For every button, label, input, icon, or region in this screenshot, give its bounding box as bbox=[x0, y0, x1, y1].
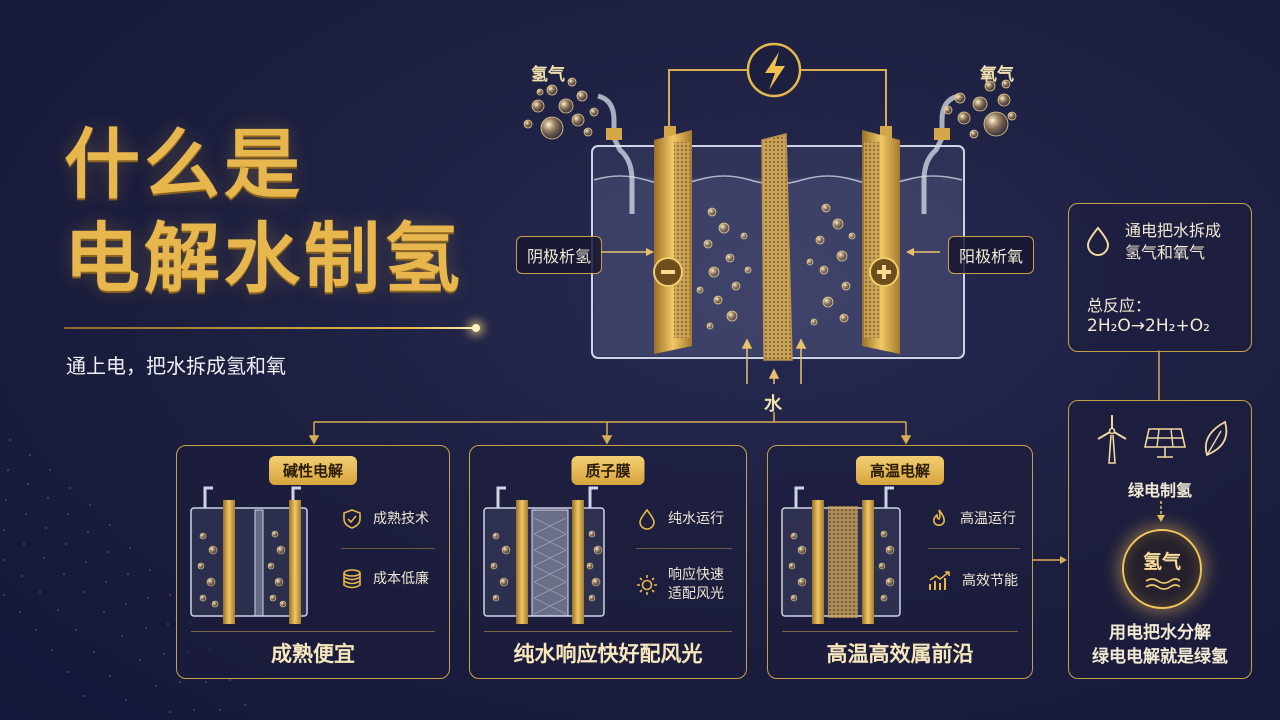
feature-text: 高温运行 bbox=[960, 510, 1016, 527]
high-temp-cell-illustration bbox=[781, 486, 901, 624]
pem-cell-illustration bbox=[483, 486, 605, 624]
reaction-description: 通电把水拆成 氢气和氧气 bbox=[1125, 220, 1221, 264]
reaction-line2: 氢气和氧气 bbox=[1125, 243, 1206, 262]
feature-text-line1: 响应快速 bbox=[668, 567, 724, 583]
panel-footer: 高温高效属前沿 bbox=[826, 642, 974, 666]
shield-check-icon bbox=[343, 509, 361, 529]
panel-footer: 纯水响应快好配风光 bbox=[513, 642, 703, 666]
water-drop-icon bbox=[1086, 226, 1110, 256]
coin-stack-icon bbox=[343, 569, 361, 589]
title-line-1: 什么是 bbox=[64, 120, 304, 209]
panel-tag: 高温电解 bbox=[855, 456, 945, 485]
feature-text: 成熟技术 bbox=[373, 510, 429, 527]
cathode-plate bbox=[653, 130, 692, 354]
wind-turbine-icon bbox=[1097, 415, 1127, 464]
feature-text: 成本低廉 bbox=[373, 570, 429, 587]
feature-efficient: 高效节能 bbox=[928, 570, 1018, 592]
feature-low-cost: 成本低廉 bbox=[341, 568, 429, 590]
power-wire bbox=[668, 69, 887, 132]
anode-plate bbox=[862, 130, 900, 354]
panel-high-temp: 高温电解 高温运行 高效节能 高温高效属前沿 bbox=[767, 445, 1033, 679]
panel-alkaline: 碱性电解 成熟技术 成本低廉 成熟便宜 bbox=[176, 445, 450, 679]
panel-divider bbox=[782, 631, 1018, 632]
water-inlet-arrows bbox=[741, 338, 807, 384]
feature-text: 纯水运行 bbox=[668, 510, 724, 527]
title-underline bbox=[64, 324, 480, 332]
oxygen-bubbles bbox=[943, 79, 1017, 139]
feature-text: 高效节能 bbox=[962, 572, 1018, 589]
leaf-icon bbox=[1204, 420, 1228, 457]
reaction-box: 通电把水拆成 氢气和氧气 总反应： 2H₂O→2H₂+O₂ bbox=[1068, 203, 1252, 352]
green-summary-line2: 绿电电解就是绿氢 bbox=[1092, 647, 1228, 667]
feature-divider bbox=[928, 548, 1020, 549]
solar-panel-icon bbox=[1144, 428, 1186, 458]
panel-tag: 碱性电解 bbox=[268, 456, 358, 485]
down-arrow bbox=[1157, 501, 1165, 522]
anode-callout: 阳极析氧 bbox=[948, 236, 1035, 274]
feature-text: 响应快速适配风光 bbox=[668, 566, 724, 604]
panel-divider bbox=[191, 631, 435, 632]
feature-mature-tech: 成熟技术 bbox=[341, 508, 429, 530]
hydrogen-badge: 氢气 bbox=[1122, 529, 1202, 609]
panel-footer: 成熟便宜 bbox=[271, 642, 355, 666]
reaction-equation: 2H₂O→2H₂+O₂ bbox=[1087, 316, 1210, 336]
sun-icon bbox=[637, 575, 657, 595]
green-power-label: 绿电制氢 bbox=[1127, 481, 1192, 500]
panel-pem: 质子膜 纯水运行 响应快速适配风光 纯水响应快好配风光 bbox=[469, 445, 747, 679]
feature-pure-water: 纯水运行 bbox=[636, 508, 724, 530]
alkaline-cell-illustration bbox=[190, 486, 308, 624]
green-summary-line1: 用电把水分解 bbox=[1109, 623, 1211, 643]
feature-text-line2: 适配风光 bbox=[668, 586, 724, 602]
side-connectors bbox=[1032, 350, 1160, 564]
total-reaction-label: 总反应： bbox=[1087, 296, 1152, 315]
power-source-icon bbox=[746, 42, 802, 98]
water-drop-icon bbox=[639, 508, 655, 530]
feature-high-temp-run: 高温运行 bbox=[928, 508, 1016, 530]
water-label: 水 bbox=[764, 394, 782, 415]
subtitle: 通上电，把水拆成氢和氧 bbox=[66, 354, 286, 378]
title-line-2: 电解水制氢 bbox=[64, 214, 464, 303]
hydrogen-bubbles bbox=[523, 77, 599, 140]
hydrogen-badge-label: 氢气 bbox=[1142, 551, 1181, 573]
feature-divider bbox=[341, 548, 435, 549]
membrane bbox=[761, 133, 793, 361]
electrolysis-cell-diagram bbox=[308, 42, 1017, 445]
green-summary: 用电把水分解 绿电电解就是绿氢 bbox=[1069, 621, 1251, 669]
tank-bubbles bbox=[696, 203, 856, 330]
page-title: 什么是 电解水制氢 bbox=[64, 118, 464, 306]
wave-icon bbox=[1145, 578, 1180, 590]
branch-connector bbox=[308, 412, 912, 445]
feature-fast-response: 响应快速适配风光 bbox=[636, 566, 724, 604]
green-hydrogen-box: 绿电制氢 氢气 用电把水分解 绿电电解就是绿氢 bbox=[1068, 400, 1252, 679]
panel-tag: 质子膜 bbox=[571, 456, 645, 485]
oxygen-gas-label: 氧气 bbox=[980, 65, 1014, 85]
reaction-line1: 通电把水拆成 bbox=[1125, 221, 1222, 240]
cathode-callout: 阴极析氢 bbox=[516, 236, 603, 274]
flame-icon bbox=[933, 509, 945, 526]
panel-divider bbox=[484, 631, 732, 632]
hydrogen-gas-label: 氢气 bbox=[531, 65, 565, 85]
feature-divider bbox=[636, 548, 732, 549]
trend-chart-icon bbox=[929, 571, 950, 590]
